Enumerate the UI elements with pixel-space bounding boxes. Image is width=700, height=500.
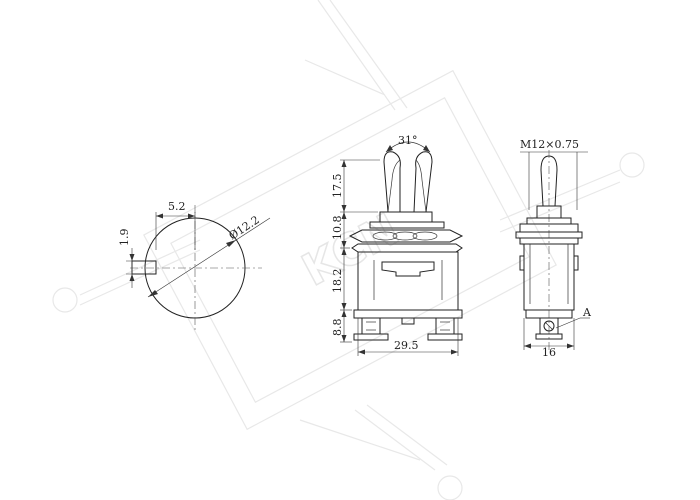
dim-key-width: 5.2 xyxy=(168,200,186,213)
dim-bushing-height: 10.8 xyxy=(331,216,344,241)
side-view: M12×0.75 A 16 xyxy=(515,138,592,359)
dim-body-height: 18.2 xyxy=(331,269,344,294)
dim-side-width: 16 xyxy=(542,346,556,359)
lever-left xyxy=(383,151,401,213)
mounting-nut xyxy=(348,229,464,243)
dim-lever-height: 17.5 xyxy=(331,174,344,199)
dim-key-depth: 1.9 xyxy=(118,229,131,247)
detail-view: 5.2 1.9 Ø12.2 xyxy=(118,200,271,330)
terminal-left xyxy=(353,317,389,341)
dim-terminal-height: 8.8 xyxy=(331,319,344,337)
lever-right xyxy=(413,151,433,213)
side-lever xyxy=(540,155,558,207)
dim-diameter: Ø12.2 xyxy=(227,213,262,242)
watermark: KCN xyxy=(52,0,645,500)
dim-thread: M12×0.75 xyxy=(520,138,579,151)
dim-lever-angle: 31° xyxy=(398,134,418,147)
terminal-right xyxy=(427,317,463,341)
front-view: 31° xyxy=(331,134,464,356)
dim-body-width: 29.5 xyxy=(394,339,419,352)
callout-a: A xyxy=(582,306,592,319)
watermark-text: KCN xyxy=(294,204,407,297)
